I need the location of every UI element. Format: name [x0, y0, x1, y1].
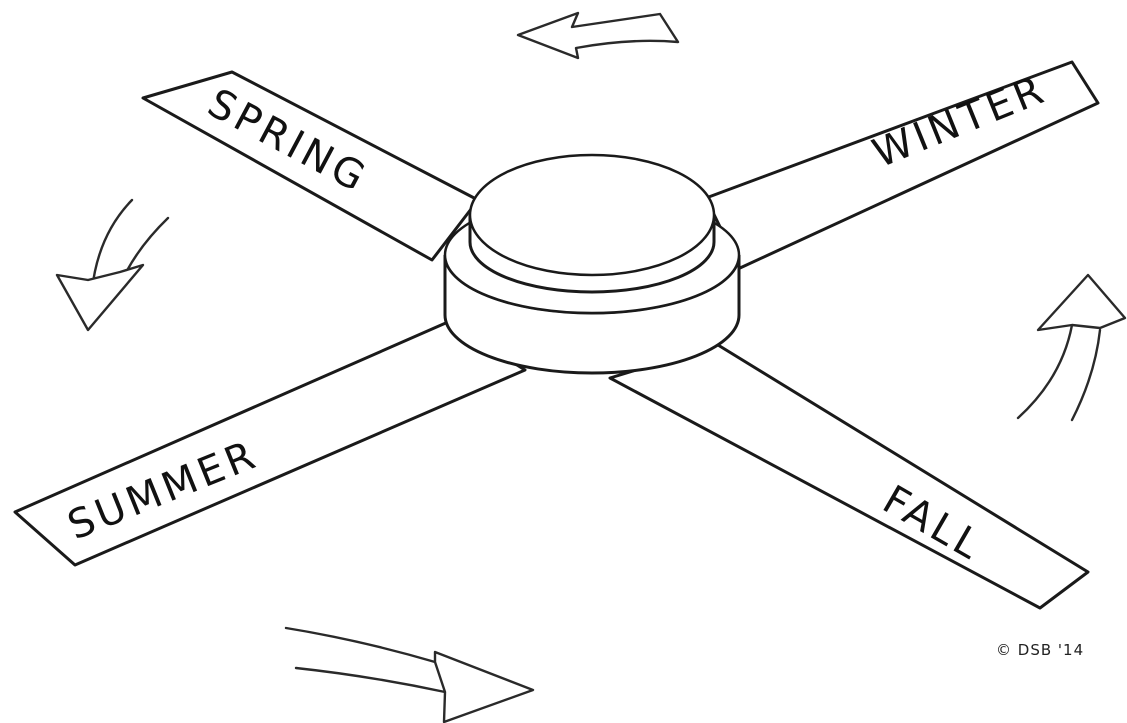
bottom-arrow [286, 628, 533, 722]
artist-credit: © DSB '14 [996, 641, 1084, 659]
left-arrow [57, 200, 168, 330]
top-arrow [518, 13, 678, 58]
hub-cap-top [470, 155, 714, 275]
right-arrow [1018, 275, 1125, 420]
center-hub-button [445, 155, 739, 373]
fall-arm [610, 345, 1088, 608]
